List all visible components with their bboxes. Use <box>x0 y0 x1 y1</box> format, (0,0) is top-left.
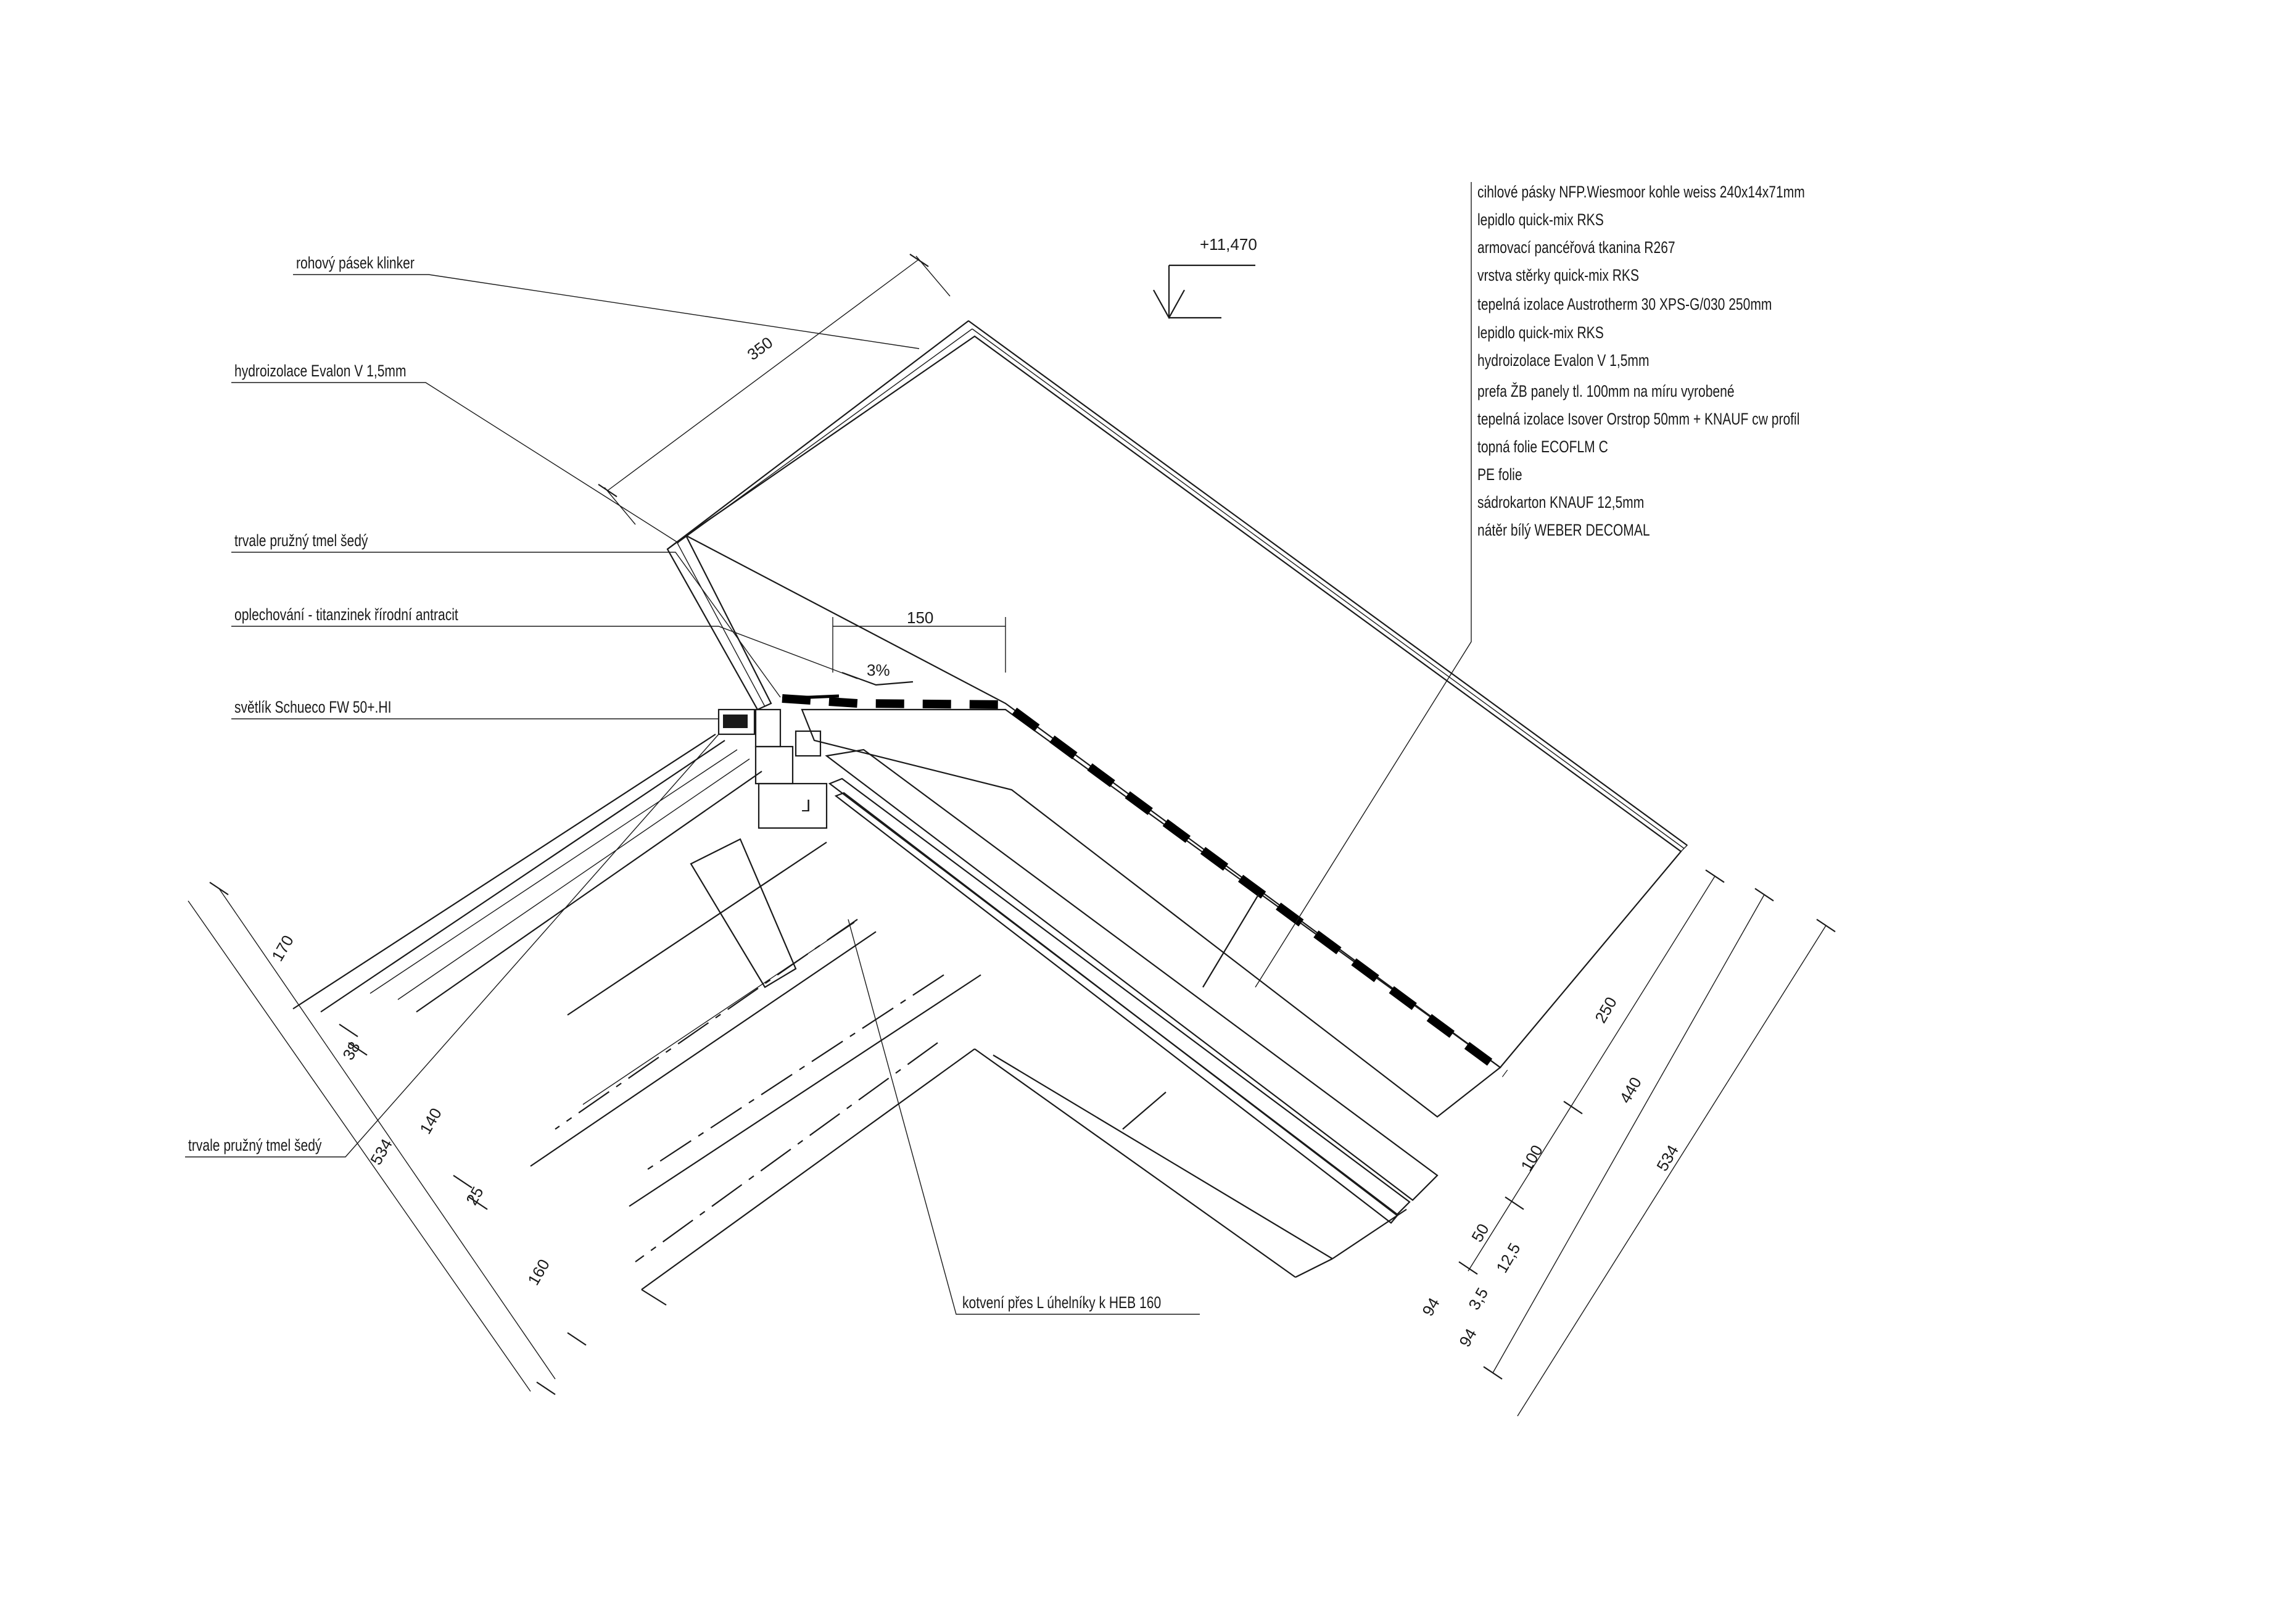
dim-right-94-a: 94 <box>1418 1295 1443 1319</box>
callout-skylight-text: světlík Schueco FW 50+.HI <box>234 698 391 717</box>
level-marker: +11,470 <box>1153 235 1257 320</box>
dim-right-534: 534 <box>1653 1141 1682 1174</box>
callout-waterproofing: hydroizolace Evalon V 1,5mm <box>231 362 679 544</box>
layer-item: cihlové pásky NFP.Wiesmoor kohle weiss 2… <box>1477 183 1805 202</box>
layer-item: lepidlo quick-mix RKS <box>1477 211 1604 230</box>
callout-sealant-bottom-text: trvale pružný tmel šedý <box>188 1137 322 1155</box>
layer-item: sádrokarton KNAUF 12,5mm <box>1477 494 1644 512</box>
layer-item: armovací pancéřová tkanina R267 <box>1477 239 1675 257</box>
right-dimension-chain: 250 440 534 100 50 12,5 3,5 94 94 <box>1418 869 1836 1417</box>
callout-flashing: oplechování - titanzinek řírodní antraci… <box>231 606 858 679</box>
dim-left-160: 160 <box>524 1256 553 1288</box>
layer-item: prefa ŽB panely tl. 100mm na míru vyrobe… <box>1477 383 1735 401</box>
dim-right-100: 100 <box>1517 1141 1546 1174</box>
layer-item: nátěr bílý WEBER DECOMAL <box>1477 521 1650 540</box>
mineral-wool-layer <box>825 748 1439 1224</box>
callout-flashing-text: oplechování - titanzinek řírodní antraci… <box>234 606 458 624</box>
callout-sealant-bottom: trvale pružný tmel šedý <box>185 734 719 1158</box>
layer-specification-list: cihlové pásky NFP.Wiesmoor kohle weiss 2… <box>1255 182 1805 988</box>
callout-corner-strip-text: rohový pásek klinker <box>296 254 415 273</box>
dim-left-38: 38 <box>339 1038 363 1063</box>
layer-item: tepelná izolace Isover Orstrop 50mm + KN… <box>1477 410 1799 429</box>
dim-left-25: 25 <box>462 1183 487 1208</box>
facade-top-layers <box>666 320 1688 852</box>
callout-anchoring: kotvení přes L úhelníky k HEB 160 <box>848 919 1200 1315</box>
dimension-150: 150 <box>832 608 1006 673</box>
layer-item: hydroizolace Evalon V 1,5mm <box>1477 352 1649 370</box>
layer-item: PE folie <box>1477 466 1522 484</box>
callout-waterproofing-text: hydroizolace Evalon V 1,5mm <box>234 362 406 381</box>
waterproofing-membrane <box>782 694 1508 1077</box>
callout-sealant-top-text: trvale pružný tmel šedý <box>234 532 368 550</box>
slope-marker: 3% <box>841 661 914 686</box>
lower-structure <box>530 838 1407 1306</box>
layer-item: lepidlo quick-mix RKS <box>1477 324 1604 342</box>
dimension-350-value: 350 <box>744 333 777 364</box>
precast-concrete-panel <box>801 708 1501 1118</box>
layer-item: vrstva stěrky quick-mix RKS <box>1477 267 1639 285</box>
callout-skylight: světlík Schueco FW 50+.HI <box>231 698 719 719</box>
dim-left-140: 140 <box>416 1104 445 1137</box>
dim-right-50: 50 <box>1468 1220 1492 1245</box>
bracket-symbol: ⅃ <box>802 797 811 815</box>
dim-left-170: 170 <box>268 932 297 964</box>
slope-value: 3% <box>867 661 890 679</box>
dimension-150-value: 150 <box>907 608 933 627</box>
layer-item: tepelná izolace Austrotherm 30 XPS-G/030… <box>1477 296 1772 314</box>
callout-corner-strip: rohový pásek klinker <box>293 254 920 349</box>
dim-right-12-5: 12,5 <box>1492 1240 1524 1276</box>
dim-right-3-5: 3,5 <box>1464 1285 1492 1313</box>
dim-right-94-b: 94 <box>1455 1325 1480 1350</box>
layer-item: topná folie ECOFLM C <box>1477 438 1608 457</box>
callout-anchoring-text: kotvení přes L úhelníky k HEB 160 <box>962 1294 1161 1312</box>
skylight-frame: ⅃ <box>292 708 828 1013</box>
level-value: +11,470 <box>1200 235 1257 254</box>
dim-right-250: 250 <box>1591 993 1621 1026</box>
dim-right-440: 440 <box>1616 1074 1645 1106</box>
callout-sealant-top: trvale pružný tmel šedý <box>231 532 781 698</box>
